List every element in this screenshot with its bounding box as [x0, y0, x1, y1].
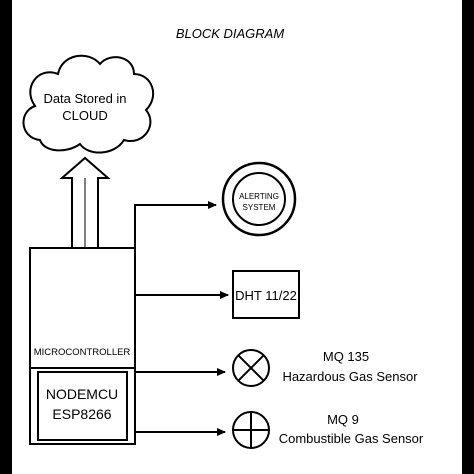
- dht-sensor-node: DHT 11/22: [232, 270, 300, 319]
- mq9-sensor-node: MQ 9 Combustible Gas Sensor: [232, 411, 424, 449]
- microcontroller-label: MICROCONTROLLER: [34, 347, 131, 358]
- mq135-name: MQ 135: [323, 349, 369, 364]
- mq135-sensor-node: MQ 135 Hazardous Gas Sensor: [232, 349, 418, 387]
- esp8266-label: ESP8266: [52, 406, 111, 422]
- mq9-name: MQ 9: [327, 412, 359, 427]
- alerting-label-line2: SYSTEM: [243, 203, 276, 212]
- microcontroller-block: MICROCONTROLLER NODEMCU ESP8266: [29, 247, 136, 445]
- cloud-shape: [22, 54, 155, 154]
- diagram-title: BLOCK DIAGRAM: [176, 26, 285, 41]
- cloud-label-line1: Data Stored in: [43, 91, 126, 106]
- nodemcu-module-box: [37, 371, 128, 441]
- mq135-description: Hazardous Gas Sensor: [282, 369, 418, 384]
- cloud-node: Data Stored in CLOUD: [22, 54, 155, 154]
- mq135-x-stroke-2: [237, 354, 265, 382]
- mq9-description: Combustible Gas Sensor: [279, 431, 424, 446]
- cloud-label-line2: CLOUD: [62, 108, 108, 123]
- alerting-label-line1: ALERTING: [239, 192, 279, 201]
- alerting-inner-ring: [232, 172, 286, 226]
- connector-alerting: [134, 201, 217, 248]
- dht-label: DHT 11/22: [235, 288, 297, 303]
- dht-box: [232, 270, 300, 319]
- alerting-system-node: ALERTING SYSTEM: [221, 161, 297, 237]
- nodemcu-label: NODEMCU: [46, 386, 118, 402]
